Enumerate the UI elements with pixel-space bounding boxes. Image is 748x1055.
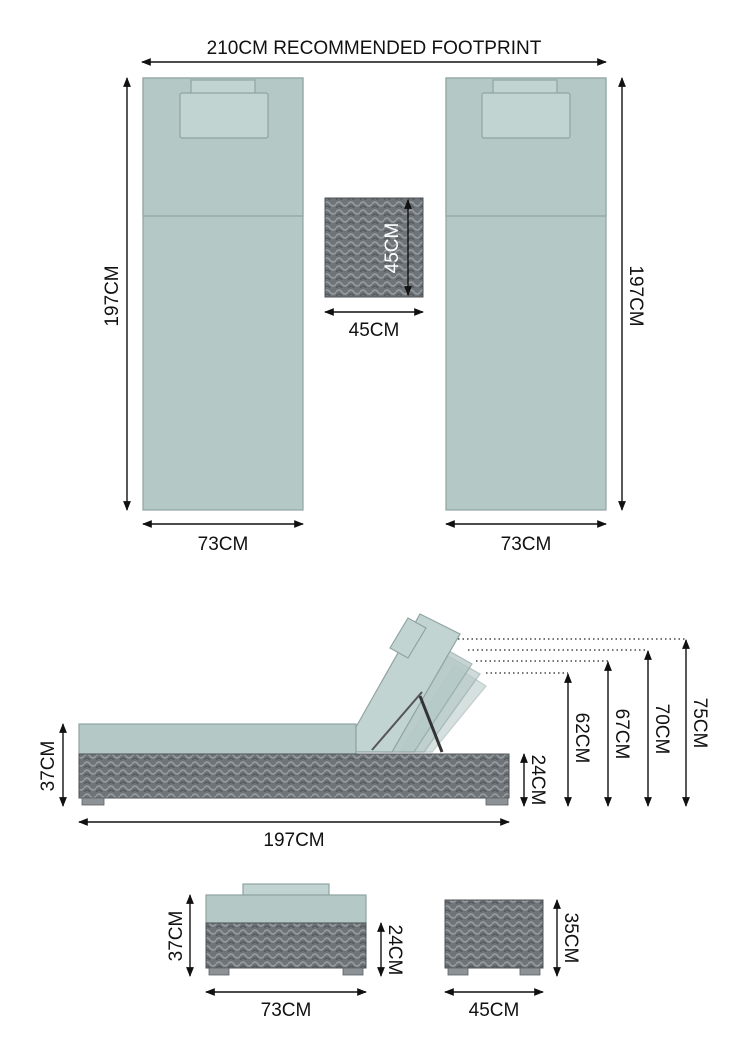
right-lounger-width-label: 73CM	[501, 534, 552, 555]
backrest-cushion	[355, 613, 461, 753]
backrest-positions	[355, 613, 487, 753]
left-headrest-pillow	[179, 92, 269, 139]
table-side-view: 35CM 45CM	[444, 899, 581, 1021]
side-frame-height-label: 24CM	[527, 755, 548, 806]
left-lounger-length-label: 197CM	[102, 265, 123, 326]
right-lounger-length-label: 197CM	[625, 265, 646, 326]
backrest-height-67-label: 67CM	[611, 709, 632, 760]
right-headrest-pillow	[481, 92, 571, 139]
table-top-height-label: 45CM	[382, 223, 403, 274]
side-frame	[78, 753, 510, 799]
backrest-support-bar	[418, 695, 444, 753]
front-frame	[205, 922, 367, 969]
backrest-height-62-label: 62CM	[571, 713, 592, 764]
side-foot-right	[485, 797, 509, 806]
top-view: 210CM RECOMMENDED FOOTPRINT 197CM 73CM 4…	[102, 38, 646, 555]
side-length-label: 197CM	[263, 830, 324, 851]
front-width-label: 73CM	[261, 1000, 312, 1021]
table-side-height-label: 35CM	[560, 913, 581, 964]
table-side-body	[444, 899, 544, 969]
side-seat-height-label: 37CM	[38, 741, 59, 792]
footprint-label: 210CM RECOMMENDED FOOTPRINT	[207, 38, 542, 59]
front-frame-height-label: 24CM	[384, 925, 405, 976]
right-lounger-top	[445, 77, 607, 511]
side-view: 62CM 67CM 70CM 75CM 37CM 24CM 197CM	[38, 613, 710, 851]
backrest-headrest	[389, 617, 427, 659]
front-cushion	[205, 894, 367, 924]
front-seat-height-label: 37CM	[166, 911, 187, 962]
side-foot-left	[81, 797, 105, 806]
backrest-height-75-label: 75CM	[689, 698, 710, 749]
front-headrest	[242, 883, 330, 897]
seat-cushion-side	[78, 723, 357, 755]
left-lounger-top	[142, 77, 304, 511]
left-lounger-width-label: 73CM	[198, 534, 249, 555]
backrest-height-70-label: 70CM	[651, 704, 672, 755]
table-top-width-label: 45CM	[349, 320, 400, 341]
table-side-width-label: 45CM	[469, 1000, 520, 1021]
front-view: 37CM 24CM 73CM	[166, 883, 405, 1021]
